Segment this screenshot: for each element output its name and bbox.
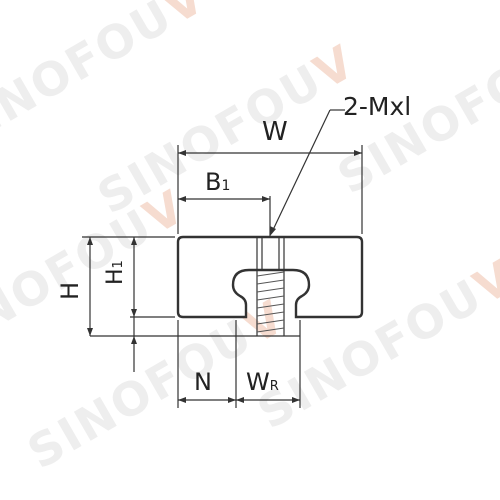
- dimension-w: W: [177, 117, 363, 234]
- dimension-w-label: W: [262, 117, 288, 147]
- dimension-n-label: N: [194, 368, 212, 396]
- thread-callout-label: 2-Mxl: [343, 92, 411, 121]
- dimension-wr-label: WR: [246, 368, 279, 396]
- slider-block-outline: [176, 235, 364, 319]
- watermark-text: SINOFOUV: [0, 179, 194, 369]
- dimension-b1: B1: [178, 168, 271, 237]
- dimension-b1-label: B1: [205, 168, 230, 196]
- watermark-text: SINOFOUV: [249, 249, 500, 439]
- dimension-h-label: H: [56, 282, 84, 300]
- threaded-hole: [256, 237, 285, 336]
- thread-hatching: [256, 271, 285, 333]
- dimension-h1-label: H1: [103, 260, 128, 285]
- thread-callout: 2-Mxl: [270, 92, 411, 236]
- dimension-n-wr: N WR: [177, 320, 301, 408]
- dimension-h: H: [56, 236, 175, 336]
- dimension-h1: H1: [103, 237, 175, 372]
